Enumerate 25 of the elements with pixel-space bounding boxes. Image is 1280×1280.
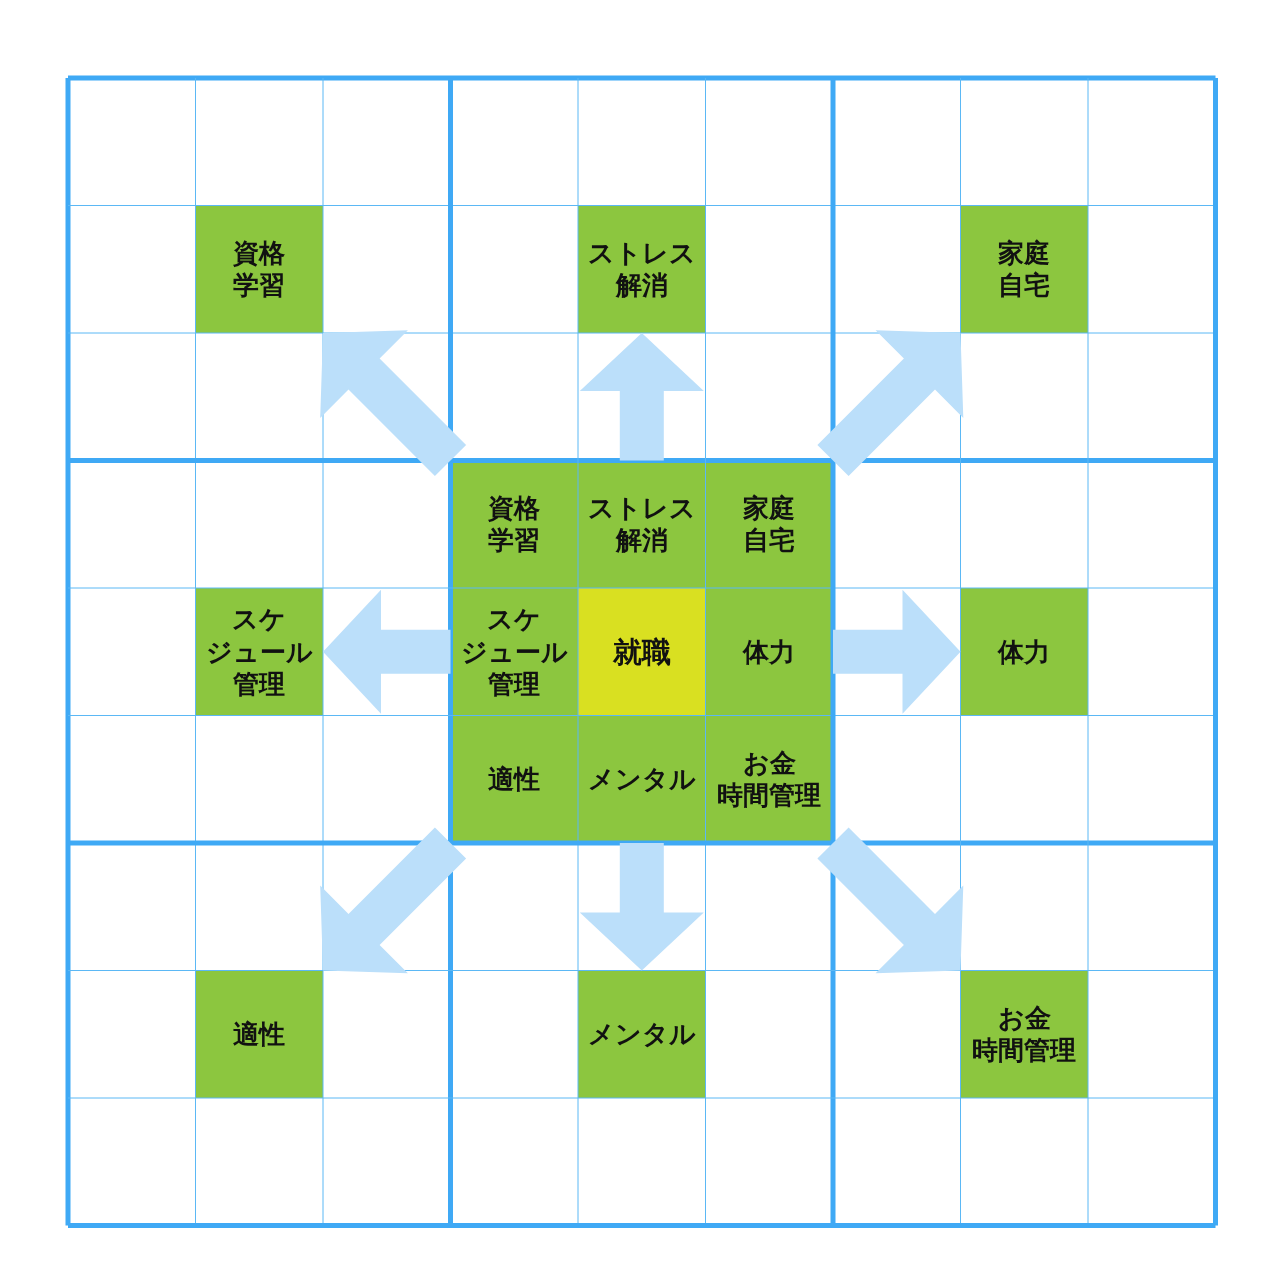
block-arrow — [579, 333, 704, 461]
theme-cell: お金時間管理 — [960, 970, 1088, 1098]
theme-cell: 適性 — [195, 970, 323, 1098]
theme-cell: メンタル — [578, 970, 706, 1098]
block-arrow — [817, 330, 964, 477]
block-arrow — [323, 589, 451, 714]
theme-cell: ストレス解消 — [578, 205, 706, 333]
block-arrow — [320, 827, 467, 974]
theme-cell: メンタル — [578, 715, 706, 843]
theme-cell: 家庭自宅 — [960, 205, 1088, 333]
theme-cell: ストレス解消 — [578, 460, 706, 588]
theme-cell: 体力 — [960, 588, 1088, 716]
block-arrow — [817, 827, 964, 974]
theme-cell: スケジュール管理 — [195, 588, 323, 716]
theme-cell: 適性 — [450, 715, 578, 843]
block-arrow — [320, 330, 467, 477]
goal-cell: 就職 — [578, 588, 706, 716]
theme-cell: お金時間管理 — [705, 715, 833, 843]
theme-cell: 体力 — [705, 588, 833, 716]
block-arrow — [579, 843, 704, 971]
theme-cell: スケジュール管理 — [450, 588, 578, 716]
theme-cell: 家庭自宅 — [705, 460, 833, 588]
theme-cell: 資格学習 — [450, 460, 578, 588]
block-arrow — [833, 589, 961, 714]
theme-cell: 資格学習 — [195, 205, 323, 333]
